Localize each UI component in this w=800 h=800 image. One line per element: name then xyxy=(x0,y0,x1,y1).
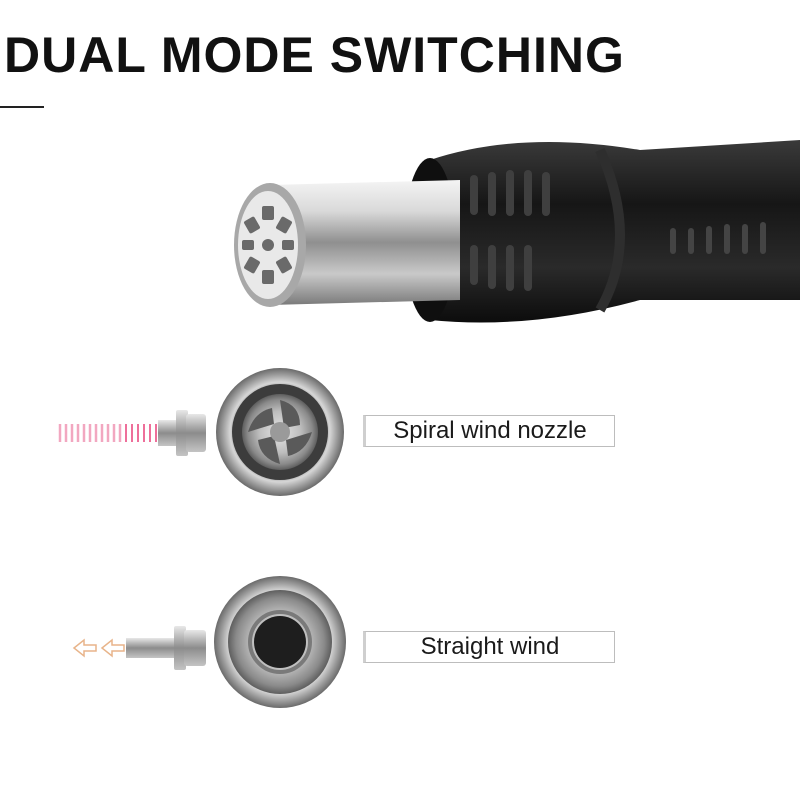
heat-gun-nozzle-icon xyxy=(234,180,460,307)
title-underline xyxy=(0,106,44,108)
straight-nozzle-icon xyxy=(214,576,346,708)
spiral-airflow-icon xyxy=(58,424,157,442)
straight-wind-label: Straight wind xyxy=(363,631,615,663)
heat-gun-handle-icon xyxy=(404,140,800,323)
page-title: DUAL MODE SWITCHING xyxy=(4,27,625,83)
spiral-nozzle-icon xyxy=(216,368,344,496)
spiral-wind-label: Spiral wind nozzle xyxy=(363,415,615,447)
straight-nozzle-side-icon xyxy=(126,626,206,670)
spiral-nozzle-side-icon xyxy=(158,410,206,456)
